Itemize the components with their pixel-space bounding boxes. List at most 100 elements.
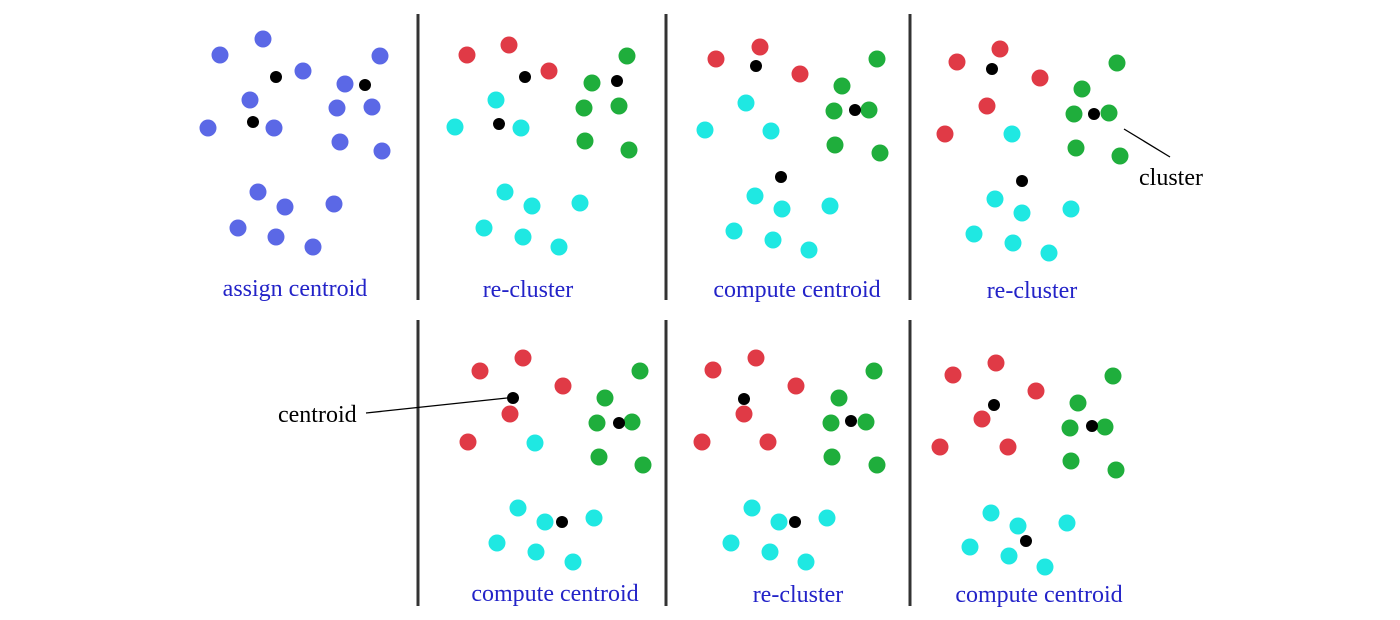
centroid-point [359,79,371,91]
panel-6 [693,349,886,571]
red-cluster-point [514,349,532,367]
green-cluster-point [1073,80,1091,98]
green-cluster-point [1065,105,1083,123]
red-cluster-point [707,50,725,68]
red-cluster-point [791,65,809,83]
panel-1 [199,30,391,256]
green-cluster-point [590,448,608,466]
green-cluster-point [868,50,886,68]
data-points [199,30,1129,576]
panel-label: re-cluster [753,582,844,608]
cyan-cluster-point [1036,558,1054,576]
green-cluster-point [610,97,628,115]
unassigned-point [249,183,267,201]
cyan-cluster-point [696,121,714,139]
cluster-callout-line [1123,128,1171,158]
cyan-cluster-point [1040,244,1058,262]
green-cluster-point [1061,419,1079,437]
centroid-point [247,116,259,128]
green-cluster-point [868,456,886,474]
centroid-point [775,171,787,183]
centroid-point [1020,535,1032,547]
centroid-point [556,516,568,528]
green-cluster-point [1107,461,1125,479]
cyan-cluster-point [496,183,514,201]
red-cluster-point [936,125,954,143]
green-cluster-point [826,136,844,154]
centroid-point [1016,175,1028,187]
cyan-cluster-point [1062,200,1080,218]
green-cluster-point [1067,139,1085,157]
centroid-point [613,417,625,429]
centroid-point [789,516,801,528]
red-cluster-point [978,97,996,115]
panel-label: re-cluster [483,277,574,303]
unassigned-point [199,119,217,137]
cyan-cluster-point [1004,234,1022,252]
centroid-point [519,71,531,83]
cyan-cluster-point [527,543,545,561]
centroid-point [849,104,861,116]
green-cluster-point [1096,418,1114,436]
cyan-cluster-point [743,499,761,517]
cyan-cluster-point [737,94,755,112]
cyan-cluster-point [475,219,493,237]
unassigned-point [363,98,381,116]
centroid-point [270,71,282,83]
centroid-point [986,63,998,75]
green-cluster-point [871,144,889,162]
red-cluster-point [759,433,777,451]
red-cluster-point [1027,382,1045,400]
centroid-point [493,118,505,130]
green-cluster-point [860,101,878,119]
cluster-callout: cluster [1139,165,1203,191]
red-cluster-point [458,46,476,64]
cyan-cluster-point [722,534,740,552]
cyan-cluster-point [514,228,532,246]
centroid-point [1088,108,1100,120]
centroid-point [1086,420,1098,432]
cyan-cluster-point [487,91,505,109]
green-cluster-point [1069,394,1087,412]
red-cluster-point [944,366,962,384]
red-cluster-point [747,349,765,367]
cyan-cluster-point [982,504,1000,522]
cyan-cluster-point [821,197,839,215]
panel-4 [936,40,1129,262]
cyan-cluster-point [1058,514,1076,532]
green-cluster-point [620,141,638,159]
cyan-cluster-point [1013,204,1031,222]
green-cluster-point [1108,54,1126,72]
unassigned-point [336,75,354,93]
unassigned-point [265,119,283,137]
cyan-cluster-point [585,509,603,527]
green-cluster-point [583,74,601,92]
unassigned-point [328,99,346,117]
red-cluster-point [471,362,489,380]
centroid-callout: centroid [278,402,357,428]
red-cluster-point [931,438,949,456]
cyan-cluster-point [446,118,464,136]
red-cluster-point [459,433,477,451]
green-cluster-point [833,77,851,95]
unassigned-point [325,195,343,213]
green-cluster-point [596,389,614,407]
unassigned-point [276,198,294,216]
unassigned-point [294,62,312,80]
green-cluster-point [857,413,875,431]
unassigned-point [267,228,285,246]
centroid-point [738,393,750,405]
green-cluster-point [576,132,594,150]
cyan-cluster-point [746,187,764,205]
cyan-cluster-point [725,222,743,240]
panel-7 [931,354,1125,576]
unassigned-point [371,47,389,65]
centroid-point [988,399,1000,411]
red-cluster-point [501,405,519,423]
cyan-cluster-point [773,200,791,218]
red-cluster-point [787,377,805,395]
red-cluster-point [500,36,518,54]
red-cluster-point [693,433,711,451]
cyan-cluster-point [571,194,589,212]
